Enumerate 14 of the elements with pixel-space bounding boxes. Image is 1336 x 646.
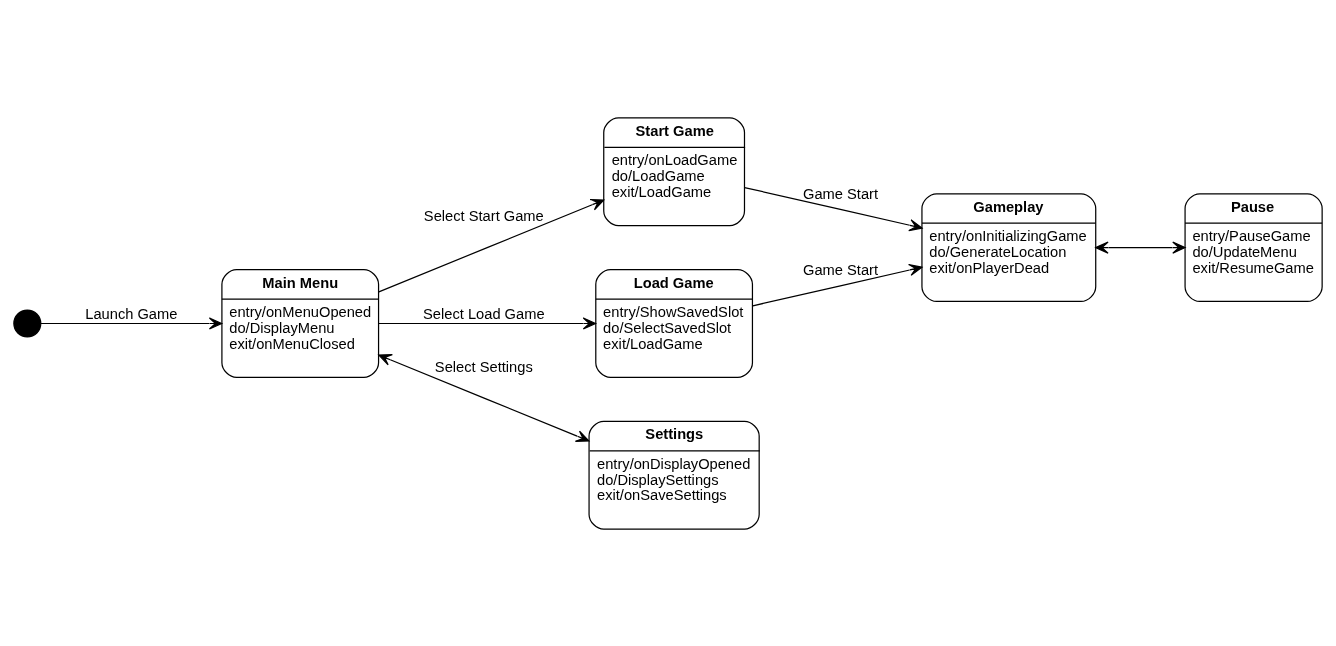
- arrow: [752, 263, 923, 306]
- edge-label: Game Start: [803, 185, 879, 202]
- arrow: [378, 316, 597, 330]
- arrow: [378, 198, 605, 292]
- arrow: [1095, 241, 1186, 254]
- edge-label: Select Start Game: [423, 207, 544, 224]
- arrow: [378, 353, 590, 442]
- arrow: [744, 186, 923, 231]
- edge-label: Game Start: [803, 261, 879, 278]
- arrow: [40, 316, 223, 330]
- edge-label: Select Load Game: [423, 305, 545, 322]
- node-circle: [13, 308, 42, 338]
- edge-label: Select Settings: [434, 358, 533, 375]
- edge-label: Launch Game: [85, 305, 178, 322]
